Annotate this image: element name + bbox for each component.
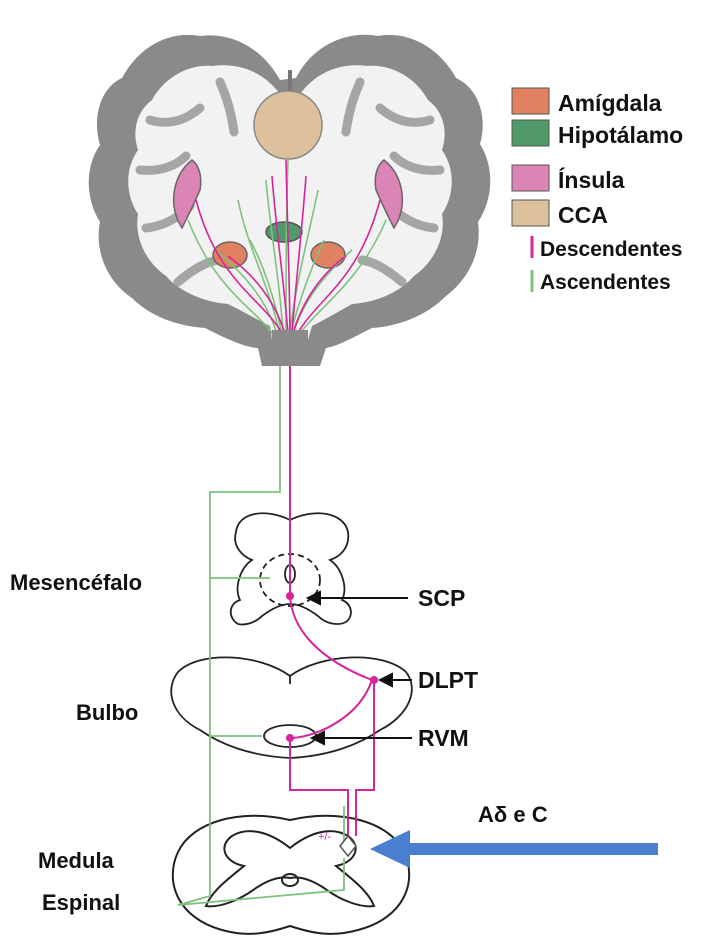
ascending-main [178,366,344,905]
afferent-fiber-arrow [370,830,658,868]
scp-arrowhead [308,592,320,604]
afferent-arrow-shaft [404,843,658,855]
label-medula: Medula [38,848,115,873]
brainstem-stub [272,330,308,366]
dlpt-arrowhead [380,674,392,686]
dlpt-nucleus-dot [370,676,378,684]
cca-region [254,91,322,159]
legend-label-cca: CCA [558,202,608,228]
scp-to-dlpt [290,596,372,680]
rvm-descending [290,738,348,836]
legend-swatch-insula [512,165,549,191]
scp-nucleus-dot [286,592,294,600]
dorsal-horn-synapse [340,836,356,856]
label-mesencefalo: Mesencéfalo [10,570,142,595]
central-canal [282,874,298,886]
label-arrows [308,592,412,744]
medulla-outline [171,657,412,758]
legend-label-insula: Ínsula [558,166,625,193]
legend-swatch-cca [512,200,549,226]
brain-coronal-section [89,35,491,366]
legend: Amígdala Hipotálamo Ínsula CCA Descenden… [512,88,683,294]
descending-pathway [290,366,374,836]
medulla-section [171,657,412,758]
legend-label-amigdala: Amígdala [558,90,662,116]
amygdala-right [311,242,345,268]
legend-label-descendentes: Descendentes [540,238,682,261]
label-scp: SCP [418,585,465,611]
spinal-cord-section [173,816,409,934]
label-espinal: Espinal [42,890,120,915]
rvm-nucleus-dot [286,734,294,742]
dlpt-to-rvm [292,680,372,738]
legend-label-hipotalamo: Hipotálamo [558,122,683,148]
label-bulbo: Bulbo [76,700,138,725]
legend-swatch-amigdala [512,88,549,114]
ascending-pathway [178,366,344,905]
label-dlpt: DLPT [418,667,478,693]
label-rvm: RVM [418,725,469,751]
plus-minus-marker: +/- [318,831,331,843]
legend-label-ascendentes: Ascendentes [540,271,671,294]
label-afferent-fibers: Aδ e C [478,802,548,827]
legend-swatch-hipotalamo [512,120,549,146]
